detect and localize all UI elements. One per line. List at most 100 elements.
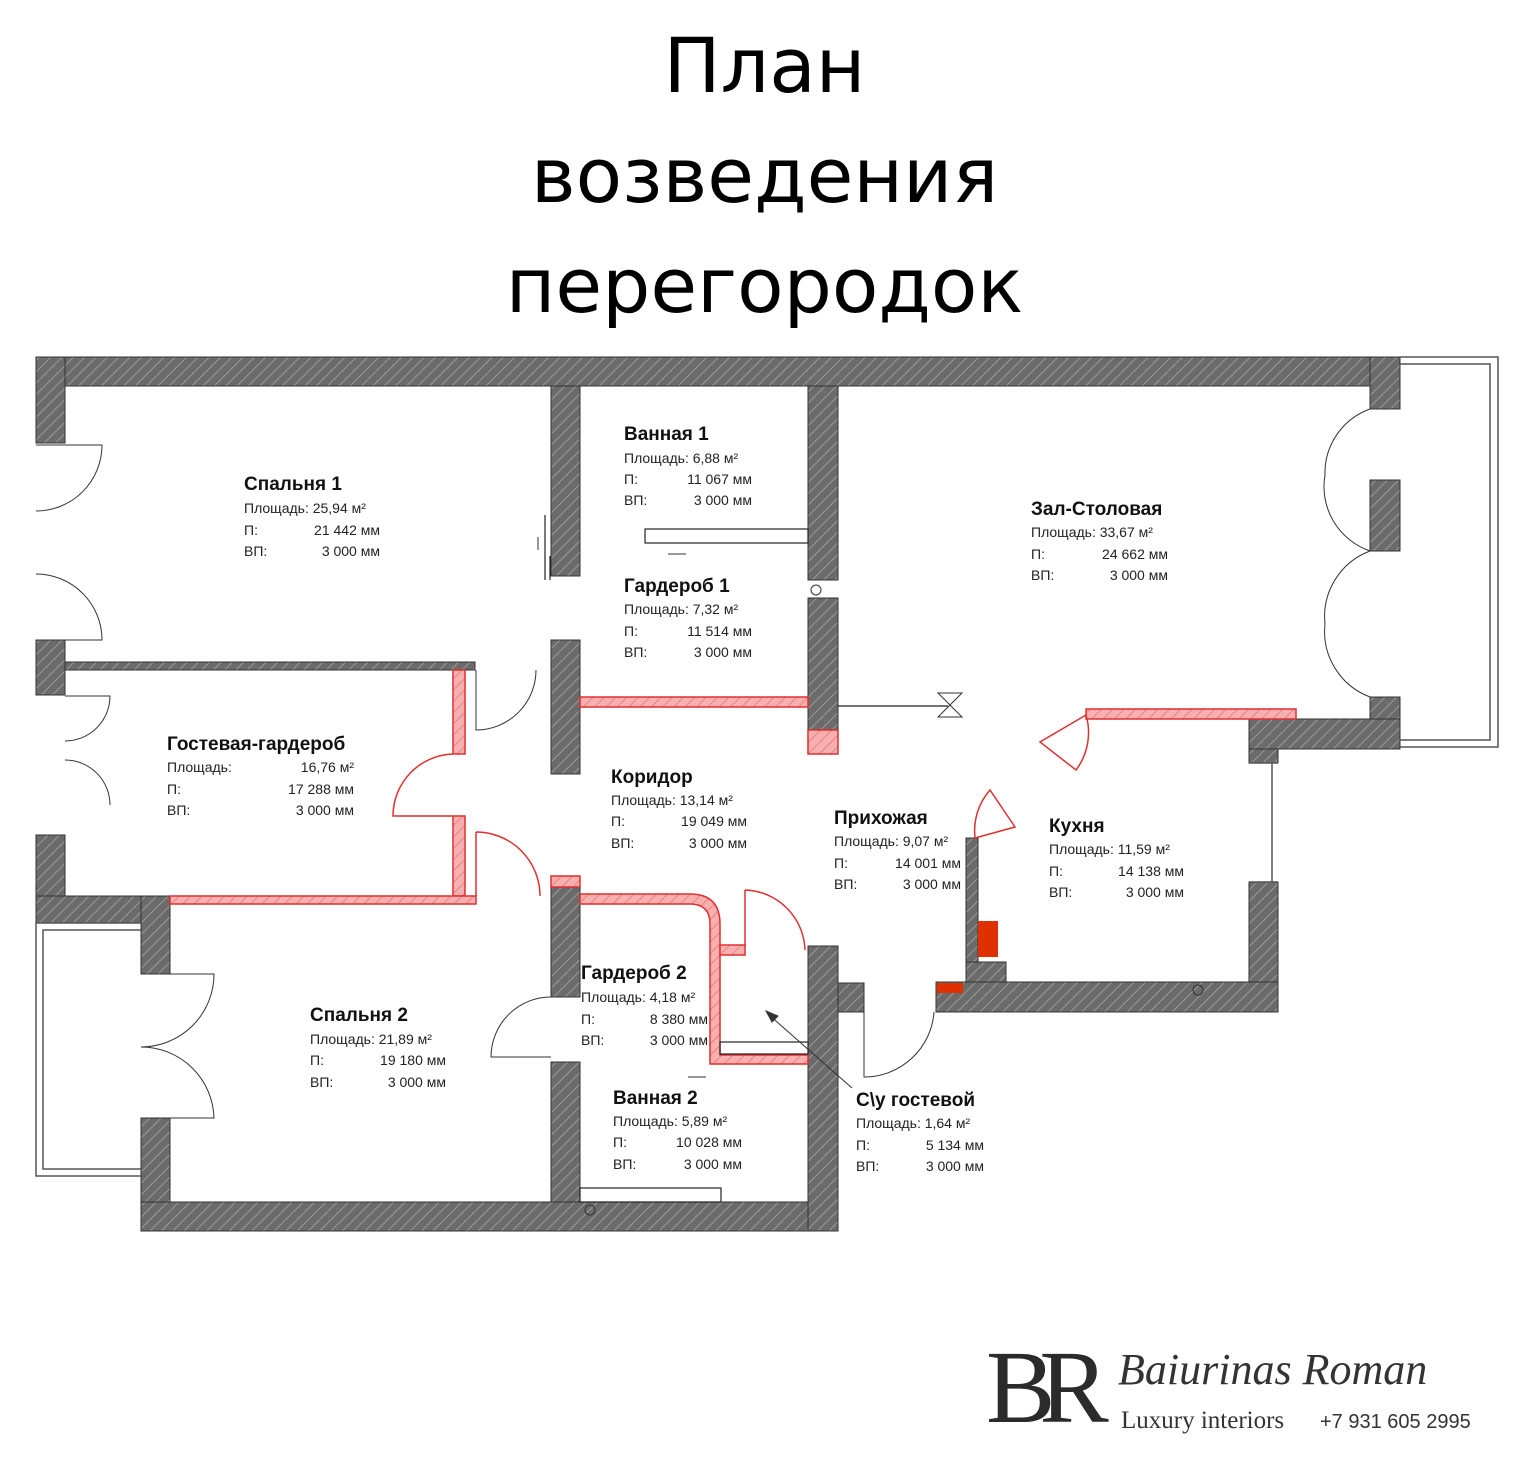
logo-name: Baiurinas Roman [1118,1345,1428,1394]
room-label-su-gostevoy: С\у гостевой Площадь: 1,64 м² П: 5 134 м… [856,1090,984,1174]
room-area: Площадь: 4,18 м² [581,989,695,1005]
room-area: Площадь: [167,759,232,775]
room-name: Прихожая [834,808,928,829]
wall-left-upper [35,356,66,444]
room-height-value: 3 000 мм [388,1074,446,1090]
room-perimeter-value: 5 134 мм [926,1137,984,1153]
room-label-garderob-1: Гардероб 1 Площадь: 7,32 м² П: 11 514 мм… [624,576,752,660]
room-area: Площадь: 33,67 м² [1031,524,1153,540]
room-label-garderob-2: Гардероб 2 Площадь: 4,18 м² П: 8 380 мм … [581,963,708,1048]
entry-fixture [937,983,963,993]
door-left-1 [35,444,103,512]
room-perimeter-label: П: [310,1052,324,1068]
room-height-value: 3 000 мм [296,802,354,818]
wall-kitchen-right-top [1248,748,1279,764]
room-perimeter-value: 8 380 мм [650,1011,708,1027]
room-area: Площадь: 9,07 м² [834,833,948,849]
room-name: Спальня 2 [310,1005,408,1026]
door-su [863,1011,935,1078]
room-area: Площадь: 6,88 м² [624,450,738,466]
wall-bottom [140,1201,839,1232]
room-area: Площадь: 13,14 м² [611,792,733,808]
room-height-value: 3 000 мм [684,1156,742,1172]
wall-bath2-left [550,1061,581,1203]
room-label-zal-stolovaya: Зал-Столовая Площадь: 33,67 м² П: 24 662… [1031,499,1168,583]
room-name: Коридор [611,767,693,788]
room-height-label: ВП: [310,1074,333,1090]
room-name: Ванная 2 [613,1088,698,1109]
partition-kitchen-top [1085,708,1297,720]
room-perimeter-value: 14 138 мм [1118,863,1184,879]
kitchen-fixture [978,921,998,957]
room-height-label: ВП: [1049,884,1072,900]
fixtures [937,921,998,993]
room-height-value: 3 000 мм [1110,567,1168,583]
wall-corridor-left [550,639,581,775]
door-swings [35,408,1371,1119]
room-height-label: ВП: [834,876,857,892]
room-area: Площадь: 21,89 м² [310,1031,432,1047]
wall-bath1-left [550,385,581,577]
partition-guest-right-top [452,669,466,755]
door-bedroom2-1 [140,973,215,1048]
room-height-value: 3 000 мм [926,1158,984,1174]
wall-kitchen-left [965,837,979,983]
room-area: Площадь: 5,89 м² [613,1113,727,1129]
partition-wardrobe2-curve [579,893,809,1065]
room-perimeter-label: П: [856,1137,870,1153]
wall-kitchen-top [1248,718,1401,750]
room-perimeter-value: 11 067 мм [687,471,752,487]
room-name: Спальня 1 [244,474,342,495]
door-kitchen-1-new [1038,713,1090,772]
room-perimeter-label: П: [624,623,638,639]
room-area: Площадь: 25,94 м² [244,500,366,516]
room-perimeter-label: П: [1031,546,1045,562]
existing-walls [35,356,1401,1232]
room-perimeter-label: П: [167,781,181,797]
riser-marker-1 [810,584,822,596]
room-label-spalnya-1: Спальня 1 Площадь: 25,94 м² П: 21 442 мм… [244,474,380,559]
room-height-label: ВП: [624,492,647,508]
door-kitchen-2-new [973,788,1017,839]
room-perimeter-label: П: [624,471,638,487]
room-height-label: ВП: [613,1156,636,1172]
partition-guest-right-bottom [452,815,466,897]
room-height-label: ВП: [611,835,634,851]
balcony-right-inner [1400,363,1491,741]
room-name: Ванная 1 [624,424,709,445]
partition-wall-stub [807,729,839,755]
room-label-gostevaya-garderob: Гостевая-гардероб Площадь: 16,76 м² П: 1… [167,734,354,818]
wall-wardrobe1-right [807,597,839,731]
door-bedroom2-wardrobe [490,996,552,1058]
wall-bath2-right [807,945,839,1232]
bath1-fixture [644,528,809,544]
title-line-3: перегородок [505,241,1024,330]
wall-top [35,356,1401,387]
room-perimeter-value: 11 514 мм [687,623,752,639]
room-height-value: 3 000 мм [903,876,961,892]
balcony-left [35,922,141,1177]
room-perimeter-value: 10 028 мм [676,1134,742,1150]
room-label-prihozhaya: Прихожая Площадь: 9,07 м² П: 14 001 мм В… [834,808,961,892]
room-height-value: 3 000 мм [1126,884,1184,900]
logo-tagline: Luxury interiors [1121,1407,1285,1434]
room-label-kuhnya: Кухня Площадь: 11,59 м² П: 14 138 мм ВП:… [1049,816,1184,900]
markers [537,537,1204,1216]
room-name: Гардероб 2 [581,963,687,984]
door-balcony-1 [1323,408,1371,552]
wall-right-mid [1369,479,1401,552]
leader-line-su [767,1013,853,1089]
room-perimeter-label: П: [613,1134,627,1150]
partition-wardrobe2-top-stub [550,875,581,888]
room-name: Гостевая-гардероб [167,734,345,755]
riser-marker-2 [584,1204,596,1216]
partition-wardrobe2-door-stub [719,944,746,956]
door-guest-1 [64,695,111,742]
room-perimeter-label: П: [244,522,258,538]
wall-bath1-right [807,385,839,581]
panel-marker [936,692,964,718]
room-height-value: 3 000 мм [322,543,380,559]
room-area: Площадь: 1,64 м² [856,1115,970,1131]
room-perimeter-value: 24 662 мм [1102,546,1168,562]
riser-marker-3 [1192,984,1204,996]
